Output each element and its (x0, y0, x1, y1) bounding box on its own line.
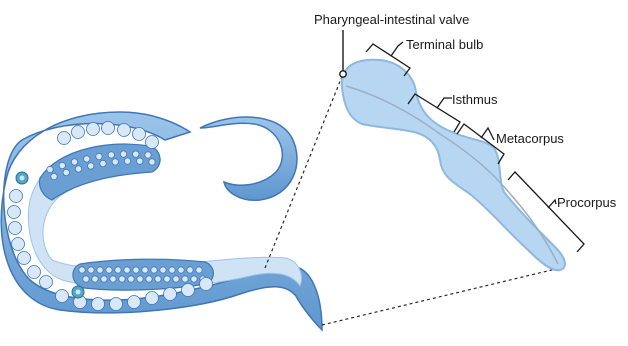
egg-cell (88, 267, 94, 273)
egg-cell (160, 267, 166, 273)
gonad-arm-upper (40, 144, 161, 200)
outer-cell (110, 298, 123, 311)
label-metacorpus: Metacorpus (496, 131, 564, 146)
egg-cell (124, 267, 130, 273)
egg-cell (92, 276, 98, 282)
egg-cell (191, 276, 197, 282)
nematode-body (1, 112, 322, 330)
oocyte-cell (59, 162, 65, 168)
egg-cell (115, 267, 121, 273)
egg-cell (182, 276, 188, 282)
outer-cell (92, 298, 105, 311)
outer-cell (10, 190, 23, 203)
oocyte-cell (51, 173, 57, 179)
outer-cell (200, 278, 213, 291)
label-pharyngeal-intestinal-valve: Pharyngeal-intestinal valve (314, 12, 469, 27)
egg-cell (142, 267, 148, 273)
worm-main-body (1, 112, 322, 330)
oocyte-cell (71, 159, 77, 165)
oocyte-cell (84, 156, 90, 162)
oocyte-cell (112, 159, 118, 165)
egg-cell (106, 267, 112, 273)
egg-cell (133, 267, 139, 273)
outer-cell (102, 122, 115, 135)
egg-cell (178, 267, 184, 273)
egg-cell (173, 276, 179, 282)
outer-cell (133, 128, 146, 141)
egg-cell (151, 267, 157, 273)
oocyte-cell (133, 151, 139, 157)
oocyte-cell (145, 152, 151, 158)
outer-cell (146, 136, 159, 149)
outer-cell (40, 276, 53, 289)
outer-cell (18, 252, 31, 265)
outer-cell (128, 296, 141, 309)
outer-cell (56, 290, 69, 303)
egg-cell (164, 276, 170, 282)
oocyte-cell (149, 159, 155, 165)
egg-cell (155, 276, 161, 282)
worm-tail (200, 117, 297, 200)
outer-cell (118, 124, 131, 137)
oocyte-cell (137, 158, 143, 164)
label-isthmus: Isthmus (452, 92, 498, 107)
egg-cell (146, 276, 152, 282)
label-terminal-bulb: Terminal bulb (406, 37, 483, 52)
oocyte-cell (120, 151, 126, 157)
valve-marker (340, 71, 346, 77)
spermatheca-upper-icon (16, 172, 28, 184)
egg-cell (119, 276, 125, 282)
oocyte-cell (124, 158, 130, 164)
outer-cell (182, 284, 195, 297)
outer-cell (9, 222, 22, 235)
outer-cell (164, 288, 177, 301)
egg-cell (110, 276, 116, 282)
outer-cell (87, 123, 100, 136)
outer-cell (146, 292, 159, 305)
egg-cell (83, 276, 89, 282)
oocyte-cell (75, 166, 81, 172)
egg-cell (169, 267, 175, 273)
oocyte-cell (96, 153, 102, 159)
egg-cell (79, 267, 85, 273)
oocyte-cell (100, 160, 106, 166)
outer-cell (72, 126, 85, 139)
egg-cell (128, 276, 134, 282)
outer-cell (28, 266, 41, 279)
outer-cell (12, 238, 25, 251)
oocyte-cell (47, 166, 53, 172)
outer-cell (58, 132, 71, 145)
oocyte-cell (63, 169, 69, 175)
spermatheca-lower-icon (72, 286, 84, 298)
oocyte-cell (88, 163, 94, 169)
egg-cell (97, 267, 103, 273)
zoom-line-lower (322, 268, 560, 325)
label-procorpus: Procorpus (557, 195, 617, 210)
egg-cell (137, 276, 143, 282)
oocyte-cell (108, 152, 114, 158)
outer-cell (8, 206, 21, 219)
egg-cell (196, 267, 202, 273)
egg-cell (101, 276, 107, 282)
egg-cell (187, 267, 193, 273)
